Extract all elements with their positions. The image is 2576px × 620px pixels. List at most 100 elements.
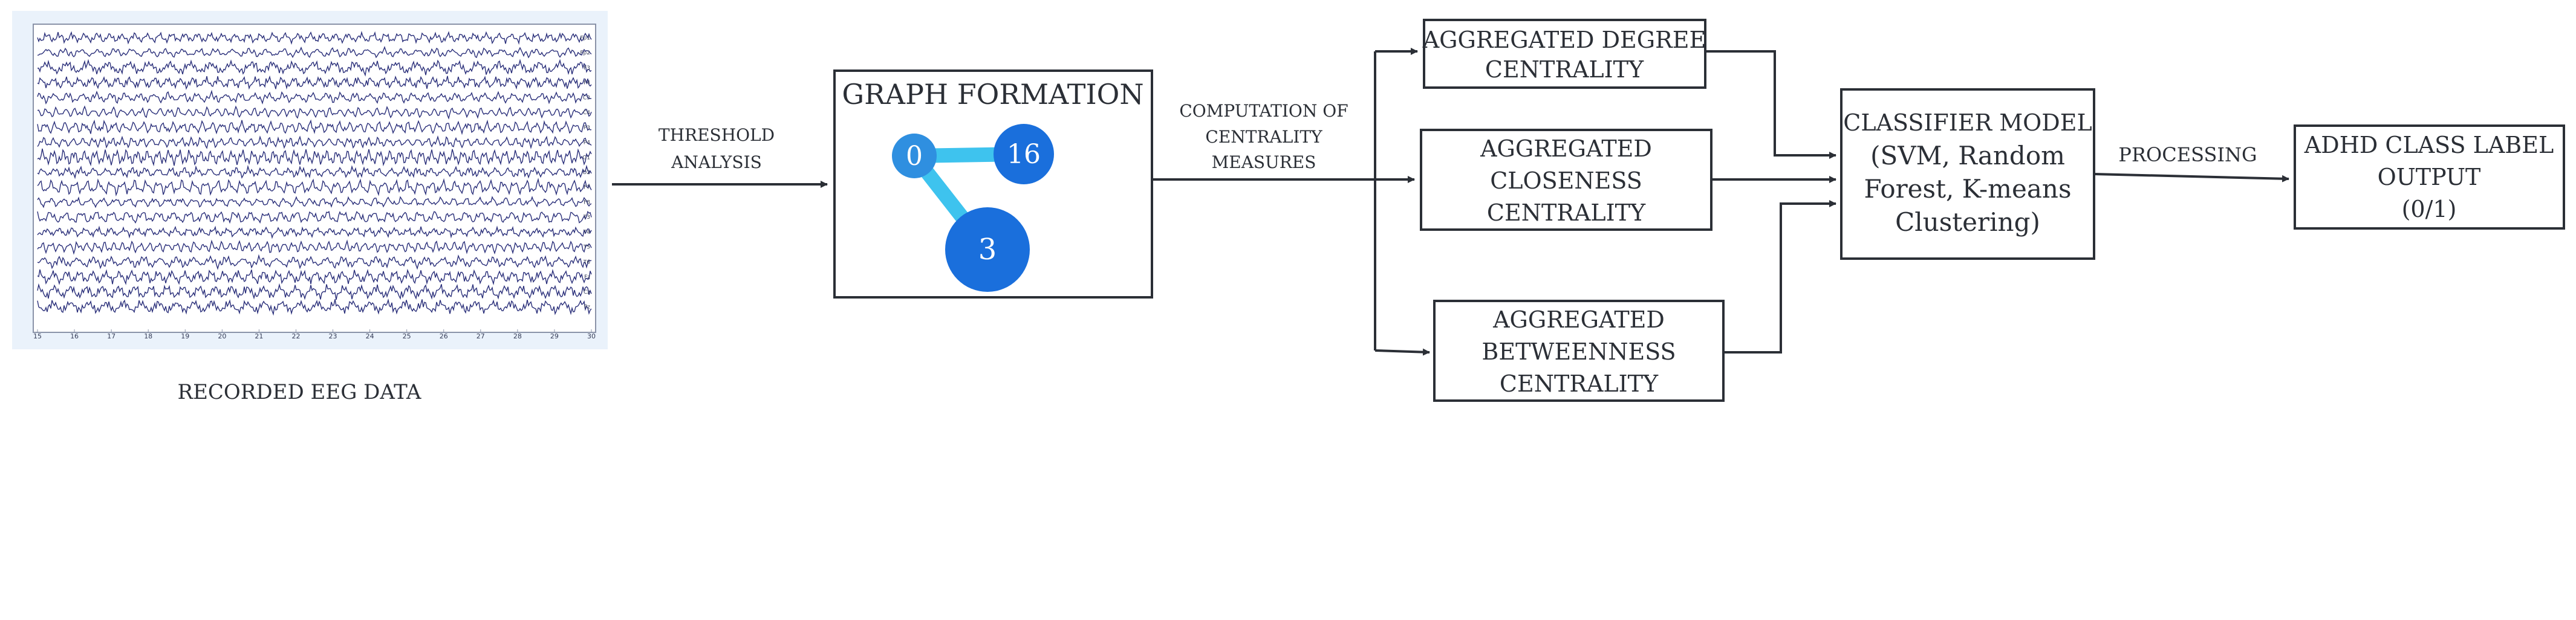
classifier-box-line4: Clustering): [1895, 207, 2040, 237]
eeg-plot-area: [33, 24, 596, 333]
eeg-trace-fp1: [37, 31, 592, 45]
eeg-channel-label: O1: [582, 155, 590, 161]
degree-box-line2: CENTRALITY: [1485, 56, 1644, 83]
eeg-channel-label: C4: [583, 110, 590, 116]
eeg-trace-f8: [37, 196, 592, 208]
classifier-box-line1: CLASSIFIER MODEL: [1843, 109, 2092, 136]
eeg-channel-label: Pz: [584, 305, 590, 311]
eeg-x-tick-label: 24: [366, 332, 374, 340]
eeg-channel-label: F7: [584, 185, 590, 191]
fan-out-connectors: [1152, 48, 1430, 356]
threshold-label-line1: THRESHOLD: [659, 125, 775, 145]
eeg-trace-c4: [37, 105, 592, 120]
graph-node-16: [994, 124, 1054, 184]
eeg-trace-t4: [37, 225, 592, 239]
eeg-channel-label: Fz: [584, 274, 590, 280]
eeg-channel-label: Fp1: [580, 35, 590, 41]
threshold-label-line2: ANALYSIS: [671, 152, 762, 172]
graph-node-3: [945, 207, 1030, 292]
eeg-x-tick-label: 21: [255, 332, 263, 340]
graph-node-0-label: 0: [906, 141, 923, 172]
eeg-x-tick-label: 20: [218, 332, 226, 340]
eeg-x-ticks: 15 16 17 18 19 20 21 22 23 24 25 26 27 28 29 30: [33, 329, 596, 340]
closeness-box-line3: CENTRALITY: [1487, 199, 1646, 226]
eeg-channel-label: T5: [583, 245, 590, 251]
graph-node-16-label: 16: [1007, 139, 1041, 170]
eeg-x-tick-label: 19: [181, 332, 189, 340]
graph-node-3-label: 3: [978, 233, 997, 266]
eeg-channel-label: T3: [583, 215, 590, 221]
eeg-trace-p3: [37, 119, 592, 135]
classifier-model-box: [1840, 88, 2095, 260]
eeg-x-tick-label: 17: [107, 332, 115, 340]
betweenness-box-line3: CENTRALITY: [1500, 370, 1659, 397]
eeg-trace-t5: [37, 239, 592, 255]
eeg-channel-label: F8: [584, 199, 590, 205]
arrow-classifier-to-output: [2093, 173, 2289, 182]
eeg-channel-label: P3: [584, 125, 590, 131]
processing-label: PROCESSING: [2118, 143, 2257, 166]
centrality-label-line3: MEASURES: [1212, 152, 1316, 172]
centrality-label-line1: COMPUTATION OF: [1179, 101, 1348, 121]
eeg-channel-label: Cz: [584, 289, 590, 295]
eeg-traces: [37, 31, 592, 316]
eeg-x-tick-label: 23: [329, 332, 337, 340]
output-box-line2: OUTPUT: [2378, 164, 2481, 190]
eeg-channel-label: Fp2: [580, 50, 590, 56]
betweenness-box-line2: BETWEENNESS: [1482, 338, 1676, 365]
eeg-x-tick-label: 16: [70, 332, 79, 340]
closeness-centrality-box: [1420, 129, 1712, 231]
eeg-x-tick-label: 28: [513, 332, 522, 340]
output-box-line3: (0/1): [2402, 196, 2457, 222]
graph-node-0: [892, 134, 937, 178]
eeg-caption: RECORDED EEG DATA: [178, 380, 421, 404]
arrow-degree-to-classifier: [1705, 50, 1836, 159]
eeg-x-tick-label: 29: [550, 332, 559, 340]
eeg-trace-t6: [37, 254, 592, 270]
arrow-betweenness-to-classifier: [1723, 200, 1836, 354]
graph-illustration: 0 16 3: [892, 124, 1054, 292]
eeg-channel-label: P4: [584, 140, 590, 146]
betweenness-centrality-box: [1433, 300, 1725, 402]
eeg-trace-f4: [37, 75, 592, 90]
eeg-channel-label: O2: [582, 170, 590, 176]
eeg-x-tick-label: 27: [476, 332, 485, 340]
closeness-box-line1: AGGREGATED: [1480, 135, 1652, 162]
fan-in-connectors: [1705, 50, 1836, 354]
classifier-box-line3: Forest, K-means: [1864, 174, 2071, 204]
eeg-trace-o1: [37, 148, 592, 167]
eeg-trace-f7: [37, 178, 592, 197]
eeg-trace-pz: [37, 298, 592, 316]
eeg-trace-f3: [37, 59, 592, 77]
eeg-trace-cz: [37, 283, 592, 300]
eeg-panel: Fp1Fp2F3F4C3C4P3P4O1O2F7F8T3T4T5T6FzCzPz…: [12, 11, 608, 349]
eeg-channel-label: T4: [583, 230, 590, 236]
eeg-x-tick-label: 22: [291, 332, 300, 340]
classifier-box-line2: (SVM, Random: [1870, 141, 2065, 170]
eeg-trace-t3: [37, 210, 592, 224]
eeg-x-tick-label: 18: [144, 332, 152, 340]
eeg-x-tick-label: 15: [33, 332, 42, 340]
centrality-label-line2: CENTRALITY: [1205, 127, 1322, 147]
closeness-box-line2: CLOSENESS: [1490, 167, 1642, 194]
eeg-channel-label: F3: [584, 65, 590, 71]
eeg-trace-fp2: [37, 46, 592, 59]
eeg-channel-label: T6: [583, 259, 590, 265]
degree-box-line1: AGGREGATED DEGREE: [1422, 27, 1706, 53]
eeg-channel-label: C3: [583, 95, 590, 101]
eeg-trace-p4: [37, 135, 592, 149]
output-box: [2294, 124, 2565, 230]
eeg-trace-fz: [37, 268, 592, 286]
eeg-trace-c3: [37, 89, 592, 105]
eeg-x-tick-label: 30: [587, 332, 596, 340]
eeg-trace-o2: [37, 164, 592, 179]
eeg-x-tick-label: 25: [403, 332, 411, 340]
output-box-line1: ADHD CLASS LABEL: [2304, 132, 2554, 158]
graph-formation-title: GRAPH FORMATION: [842, 78, 1143, 111]
arrow-to-betweenness: [1374, 348, 1430, 356]
degree-centrality-box: [1423, 19, 1706, 89]
eeg-channel-label: F4: [584, 80, 590, 86]
eeg-x-tick-label: 26: [440, 332, 448, 340]
